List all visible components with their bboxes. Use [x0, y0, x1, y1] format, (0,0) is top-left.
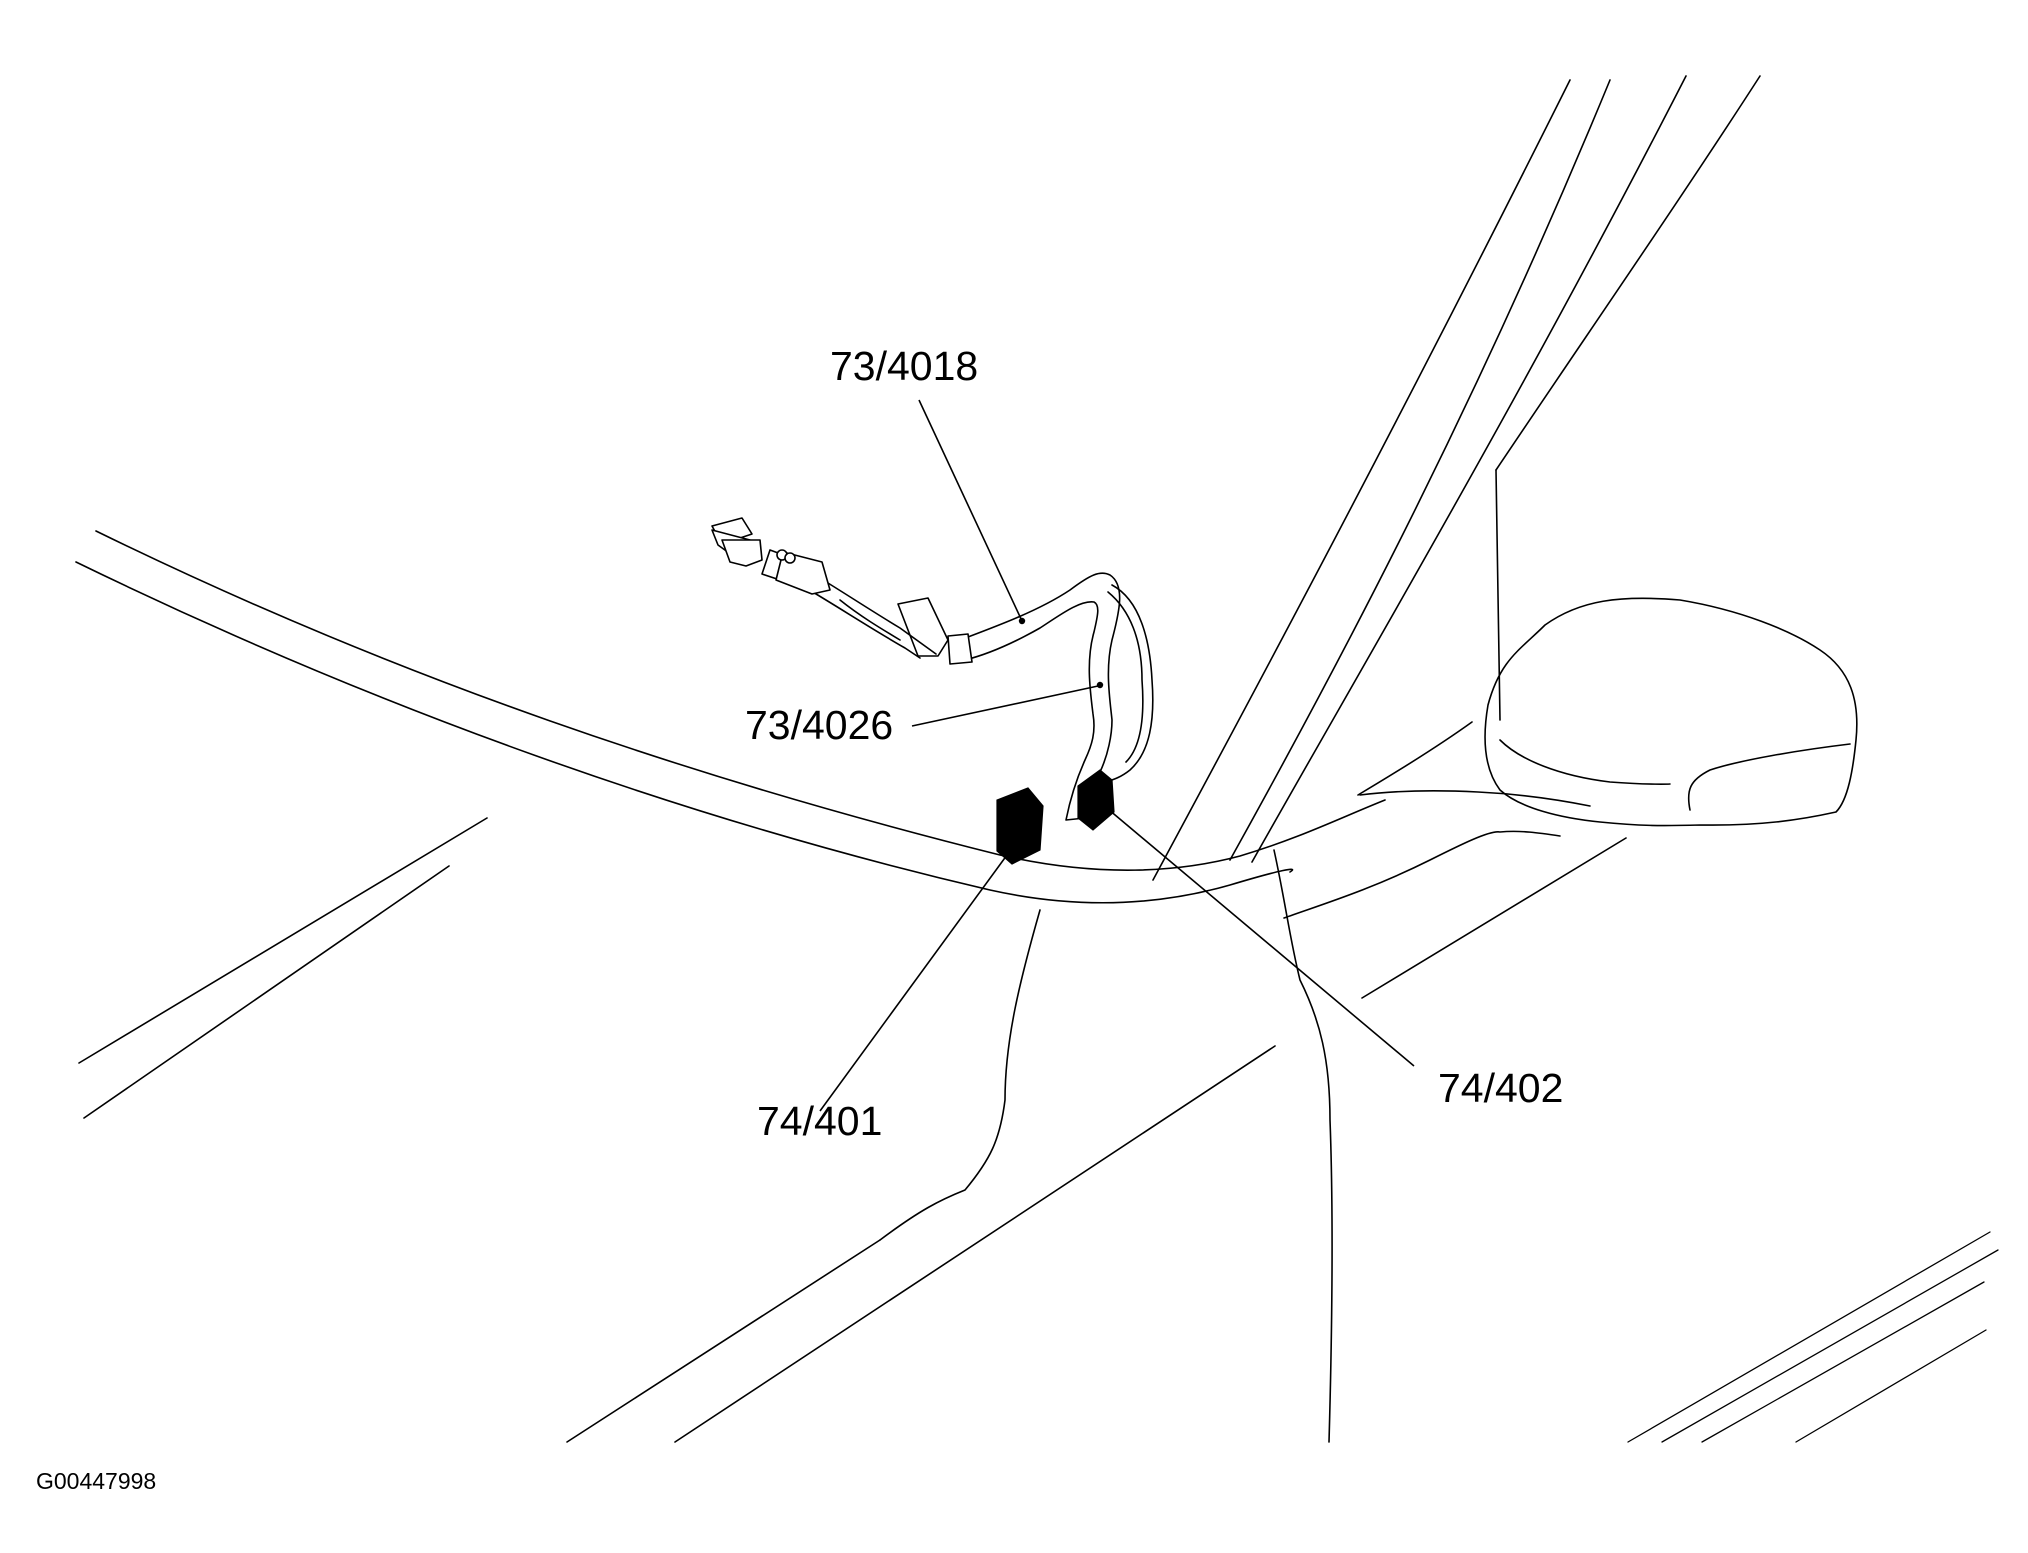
label-74-401: 74/401 — [757, 1098, 882, 1144]
wiring-harness — [711, 517, 1154, 865]
label-73-4018: 73/4018 — [830, 343, 978, 389]
label-73-4026: 73/4026 — [745, 702, 893, 748]
leader-lines — [819, 399, 1415, 1112]
figure-id: G00447998 — [36, 1468, 156, 1494]
connector-74-402 — [1077, 769, 1115, 831]
label-74-402: 74/402 — [1438, 1065, 1563, 1111]
connector-74-401 — [996, 787, 1044, 865]
vehicle-outline — [75, 75, 1999, 1443]
